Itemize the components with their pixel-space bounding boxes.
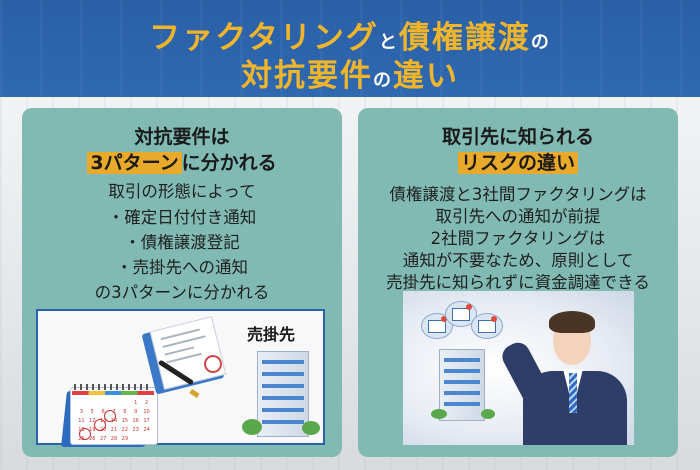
left-outro-text: の3パターンに分かれる — [94, 283, 270, 302]
title-particle-no-2: の — [373, 70, 393, 91]
calendar-day: 8 — [123, 409, 127, 415]
calendar-day: 28 — [110, 436, 118, 442]
tree-icon — [302, 421, 320, 435]
notification-badge-icon — [441, 316, 447, 322]
calendar-day: 12 — [89, 418, 96, 424]
left-heading-highlight: 3パターン — [87, 152, 182, 174]
page-title-line1: ファクタリングと債権譲渡の — [0, 12, 700, 57]
page-title-line2: 対抗要件の違い — [0, 50, 700, 95]
check-mark-icon — [104, 410, 116, 422]
check-mark-icon — [94, 419, 106, 431]
right-heading-highlight: リスクの違い — [457, 152, 578, 174]
left-list-item: ・売掛先への通知 — [116, 258, 248, 277]
email-icon — [452, 308, 470, 321]
pen-nib-icon — [189, 388, 200, 399]
right-body-line: 通知が不要なため、原則として — [402, 251, 634, 270]
left-heading-line2: 3パターンに分かれる — [22, 148, 342, 175]
notification-badge-icon — [466, 304, 472, 310]
urikake-label: 売掛先 — [247, 325, 296, 344]
notification-badge-icon — [491, 316, 497, 322]
right-illustration — [403, 291, 634, 445]
right-body-line: 売掛先に知られずに資金調達できる — [386, 273, 650, 292]
calendar-day: 21 — [110, 427, 118, 433]
email-icon — [428, 320, 446, 333]
title-taiko-yoken: 対抗要件 — [241, 58, 373, 94]
right-body-line: 取引先への通知が前提 — [435, 207, 601, 226]
calendar-day — [76, 399, 87, 408]
calendar-day: 27 — [99, 436, 107, 442]
calendar-day: 29 — [121, 436, 129, 442]
calendar-day: 9 — [134, 409, 138, 415]
calendar-day: 24 — [143, 427, 150, 433]
right-heading-line1: 取引先に知られる — [441, 126, 594, 148]
office-building-icon — [257, 351, 309, 437]
left-list-item: ・債権譲渡登記 — [124, 233, 240, 252]
calendar-day: 10 — [143, 409, 150, 415]
left-heading-line1: 対抗要件は — [134, 126, 230, 148]
left-intro-text: 取引の形態によって — [108, 182, 256, 201]
calendar-day — [141, 435, 152, 444]
right-body-line: 債権譲渡と3社間ファクタリングは — [389, 185, 647, 204]
calendar-day — [130, 435, 141, 444]
calendar-day: 26 — [89, 436, 96, 442]
calendar-day — [87, 399, 98, 408]
left-heading-rest: に分かれる — [181, 152, 277, 174]
tree-icon — [242, 419, 262, 435]
email-icon — [478, 320, 496, 333]
calendar-day: 11 — [78, 418, 85, 424]
title-chigai: 違い — [393, 58, 459, 94]
title-saiken-joto: 債権譲渡 — [398, 20, 531, 56]
tree-icon — [431, 409, 447, 419]
check-mark-icon — [79, 428, 91, 440]
calendar-day: 6 — [101, 409, 105, 415]
calendar-day: 15 — [121, 418, 129, 424]
calendar-day — [119, 399, 130, 408]
title-particle-no: の — [530, 32, 551, 53]
calendar-day: 5 — [90, 409, 94, 415]
calendar-day: 2 — [144, 400, 149, 406]
calendar-day — [109, 399, 120, 408]
header-banner: ファクタリングと債権譲渡の 対抗要件の違い — [0, 0, 700, 97]
right-body-line: 2社間ファクタリングは — [430, 229, 606, 248]
office-building-icon — [439, 349, 485, 421]
calendar-day: 19 — [89, 427, 96, 433]
title-factoring: ファクタリング — [149, 20, 379, 56]
calendar-day: 23 — [132, 427, 139, 433]
calendar-day: 1 — [134, 400, 138, 406]
calendar-day: 14 — [110, 418, 118, 424]
calendar-day: 22 — [121, 427, 129, 433]
calendar-day: 16 — [132, 418, 139, 424]
right-heading-line2: リスクの違い — [358, 148, 678, 175]
left-list-item: ・確定日付付き通知 — [107, 208, 257, 227]
calendar-day: 17 — [143, 418, 150, 424]
calendar-day: 3 — [79, 409, 84, 415]
title-particle-to: と — [378, 32, 399, 53]
tree-icon — [481, 409, 495, 419]
calendar-day — [98, 399, 109, 408]
